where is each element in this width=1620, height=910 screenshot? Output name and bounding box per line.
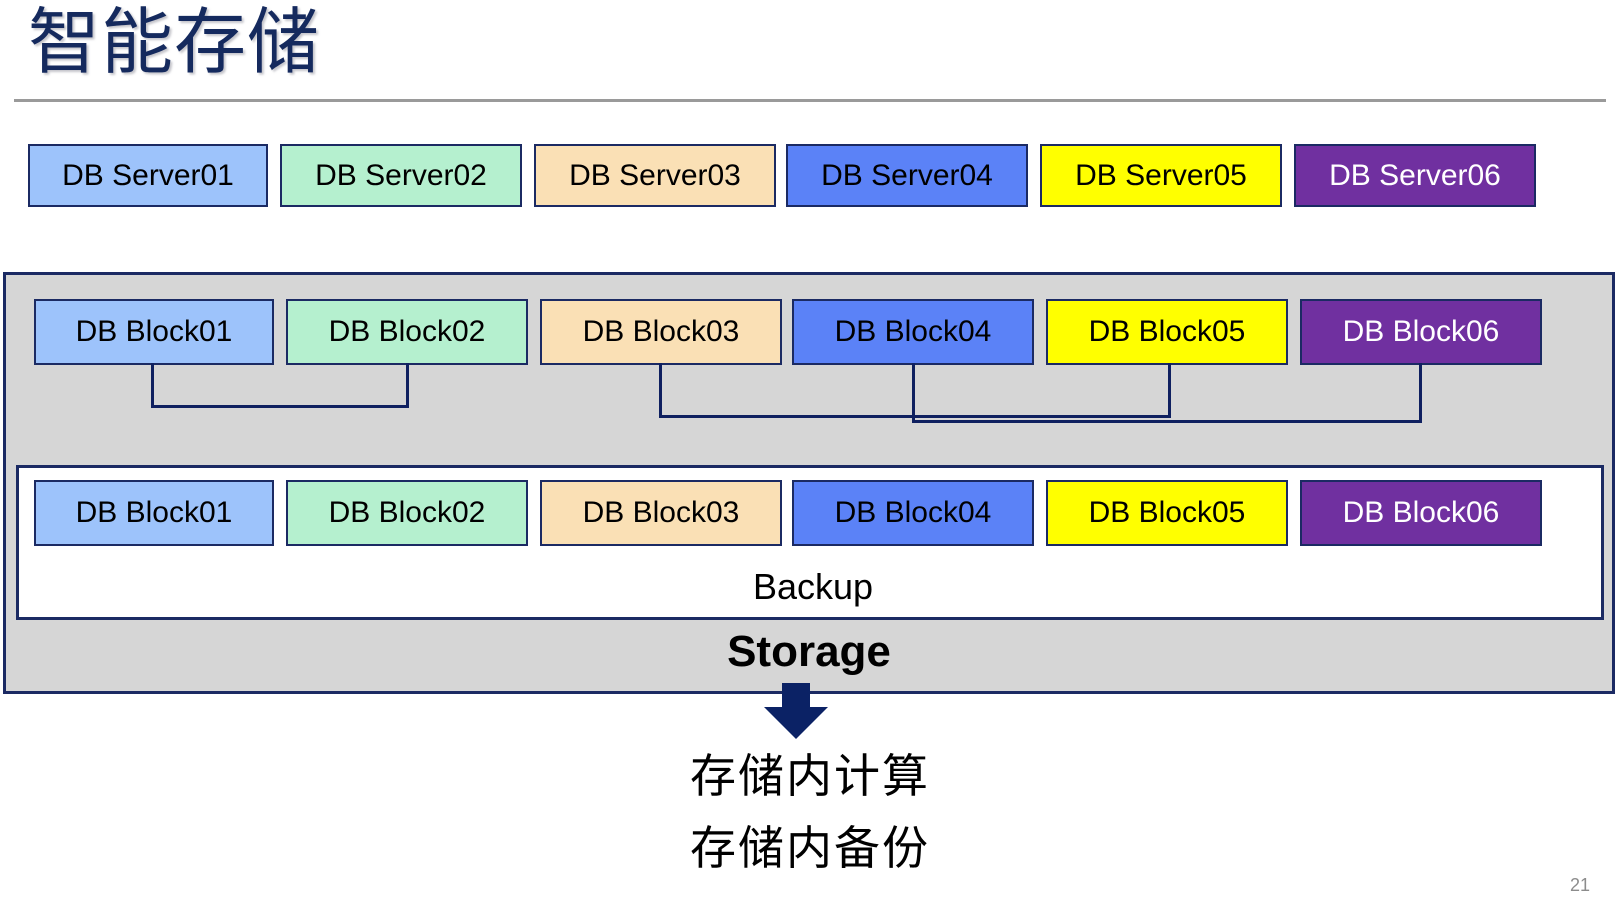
db-server-box-label: DB Server04 — [821, 158, 993, 192]
backup-block-row: DB Block01 DB Block02 DB Block03 DB Block04… — [6, 468, 1612, 568]
backup-panel: DB Block01 DB Block02 DB Block03 DB Block04… — [16, 465, 1604, 620]
connector-vertical-block06 — [1419, 363, 1422, 423]
backup-block-box-3[interactable]: DB Block03 — [540, 480, 782, 546]
backup-block-box-label: DB Block01 — [75, 496, 233, 529]
db-server-row: DB Server01 DB Server02 DB Server03 DB Serv… — [0, 0, 1620, 220]
db-server-box-2[interactable]: DB Server02 — [280, 144, 522, 207]
connector-horizontal-block04-block06 — [912, 420, 1422, 423]
backup-block-box-label: DB Block04 — [834, 496, 992, 529]
db-server-box-label: DB Server03 — [569, 158, 741, 192]
db-server-box-3[interactable]: DB Server03 — [534, 144, 776, 207]
backup-block-box-5[interactable]: DB Block05 — [1046, 480, 1288, 546]
db-server-box-label: DB Server01 — [62, 158, 234, 192]
connector-vertical-block05 — [1168, 363, 1171, 418]
backup-block-box-label: DB Block03 — [582, 496, 740, 529]
backup-block-box-1[interactable]: DB Block01 — [34, 480, 274, 546]
storage-container: DB Block01 DB Block02 DB Block03 DB Block04… — [3, 272, 1615, 739]
connector-horizontal-block03-block05 — [659, 415, 1171, 418]
arrow-stem — [782, 683, 810, 709]
connector-horizontal-block01-block02 — [151, 405, 409, 408]
backup-block-box-2[interactable]: DB Block02 — [286, 480, 528, 546]
backup-block-box-4[interactable]: DB Block04 — [792, 480, 1034, 546]
backup-block-box-label: DB Block05 — [1088, 496, 1246, 529]
backup-block-box-6[interactable]: DB Block06 — [1300, 480, 1542, 546]
db-server-box-1[interactable]: DB Server01 — [28, 144, 268, 207]
db-block-box-label: DB Block03 — [582, 315, 740, 348]
db-server-box-label: DB Server02 — [315, 158, 487, 192]
backup-block-box-label: DB Block02 — [328, 496, 486, 529]
connector-vertical-block04 — [912, 363, 915, 423]
connector-vertical-block03 — [659, 363, 662, 418]
db-server-box-5[interactable]: DB Server05 — [1040, 144, 1282, 207]
db-block-box-label: DB Block04 — [834, 315, 992, 348]
copy-down-arrow-icon — [764, 683, 828, 739]
backup-block-box-label: DB Block06 — [1342, 496, 1500, 529]
title-divider — [14, 99, 1606, 102]
primary-block-row: DB Block01 DB Block02 DB Block03 DB Block04… — [6, 275, 1612, 455]
db-block-box-4[interactable]: DB Block04 — [792, 299, 1034, 365]
db-block-box-3[interactable]: DB Block03 — [540, 299, 782, 365]
db-block-box-label: DB Block06 — [1342, 315, 1500, 348]
caption-line-2: 存储内备份 — [690, 822, 930, 874]
db-block-box-2[interactable]: DB Block02 — [286, 299, 528, 365]
connector-vertical-block02 — [406, 363, 409, 408]
backup-label: Backup — [752, 566, 874, 607]
db-block-box-1[interactable]: DB Block01 — [34, 299, 274, 365]
page-title: 智能存储 — [28, 3, 321, 83]
db-block-box-6[interactable]: DB Block06 — [1300, 299, 1542, 365]
arrow-head — [764, 707, 828, 739]
db-block-box-label: DB Block01 — [75, 315, 233, 348]
db-block-box-label: DB Block02 — [328, 315, 486, 348]
db-server-box-6[interactable]: DB Server06 — [1294, 144, 1536, 207]
storage-label: Storage — [727, 627, 891, 676]
db-block-box-label: DB Block05 — [1088, 315, 1246, 348]
db-block-box-5[interactable]: DB Block05 — [1046, 299, 1288, 365]
db-server-box-4[interactable]: DB Server04 — [786, 144, 1028, 207]
caption-line-1: 存储内计算 — [690, 750, 930, 802]
connector-vertical-block01 — [151, 363, 154, 408]
db-server-box-label: DB Server06 — [1329, 158, 1501, 192]
db-server-box-label: DB Server05 — [1075, 158, 1247, 192]
page-number: 21 — [1569, 875, 1590, 895]
